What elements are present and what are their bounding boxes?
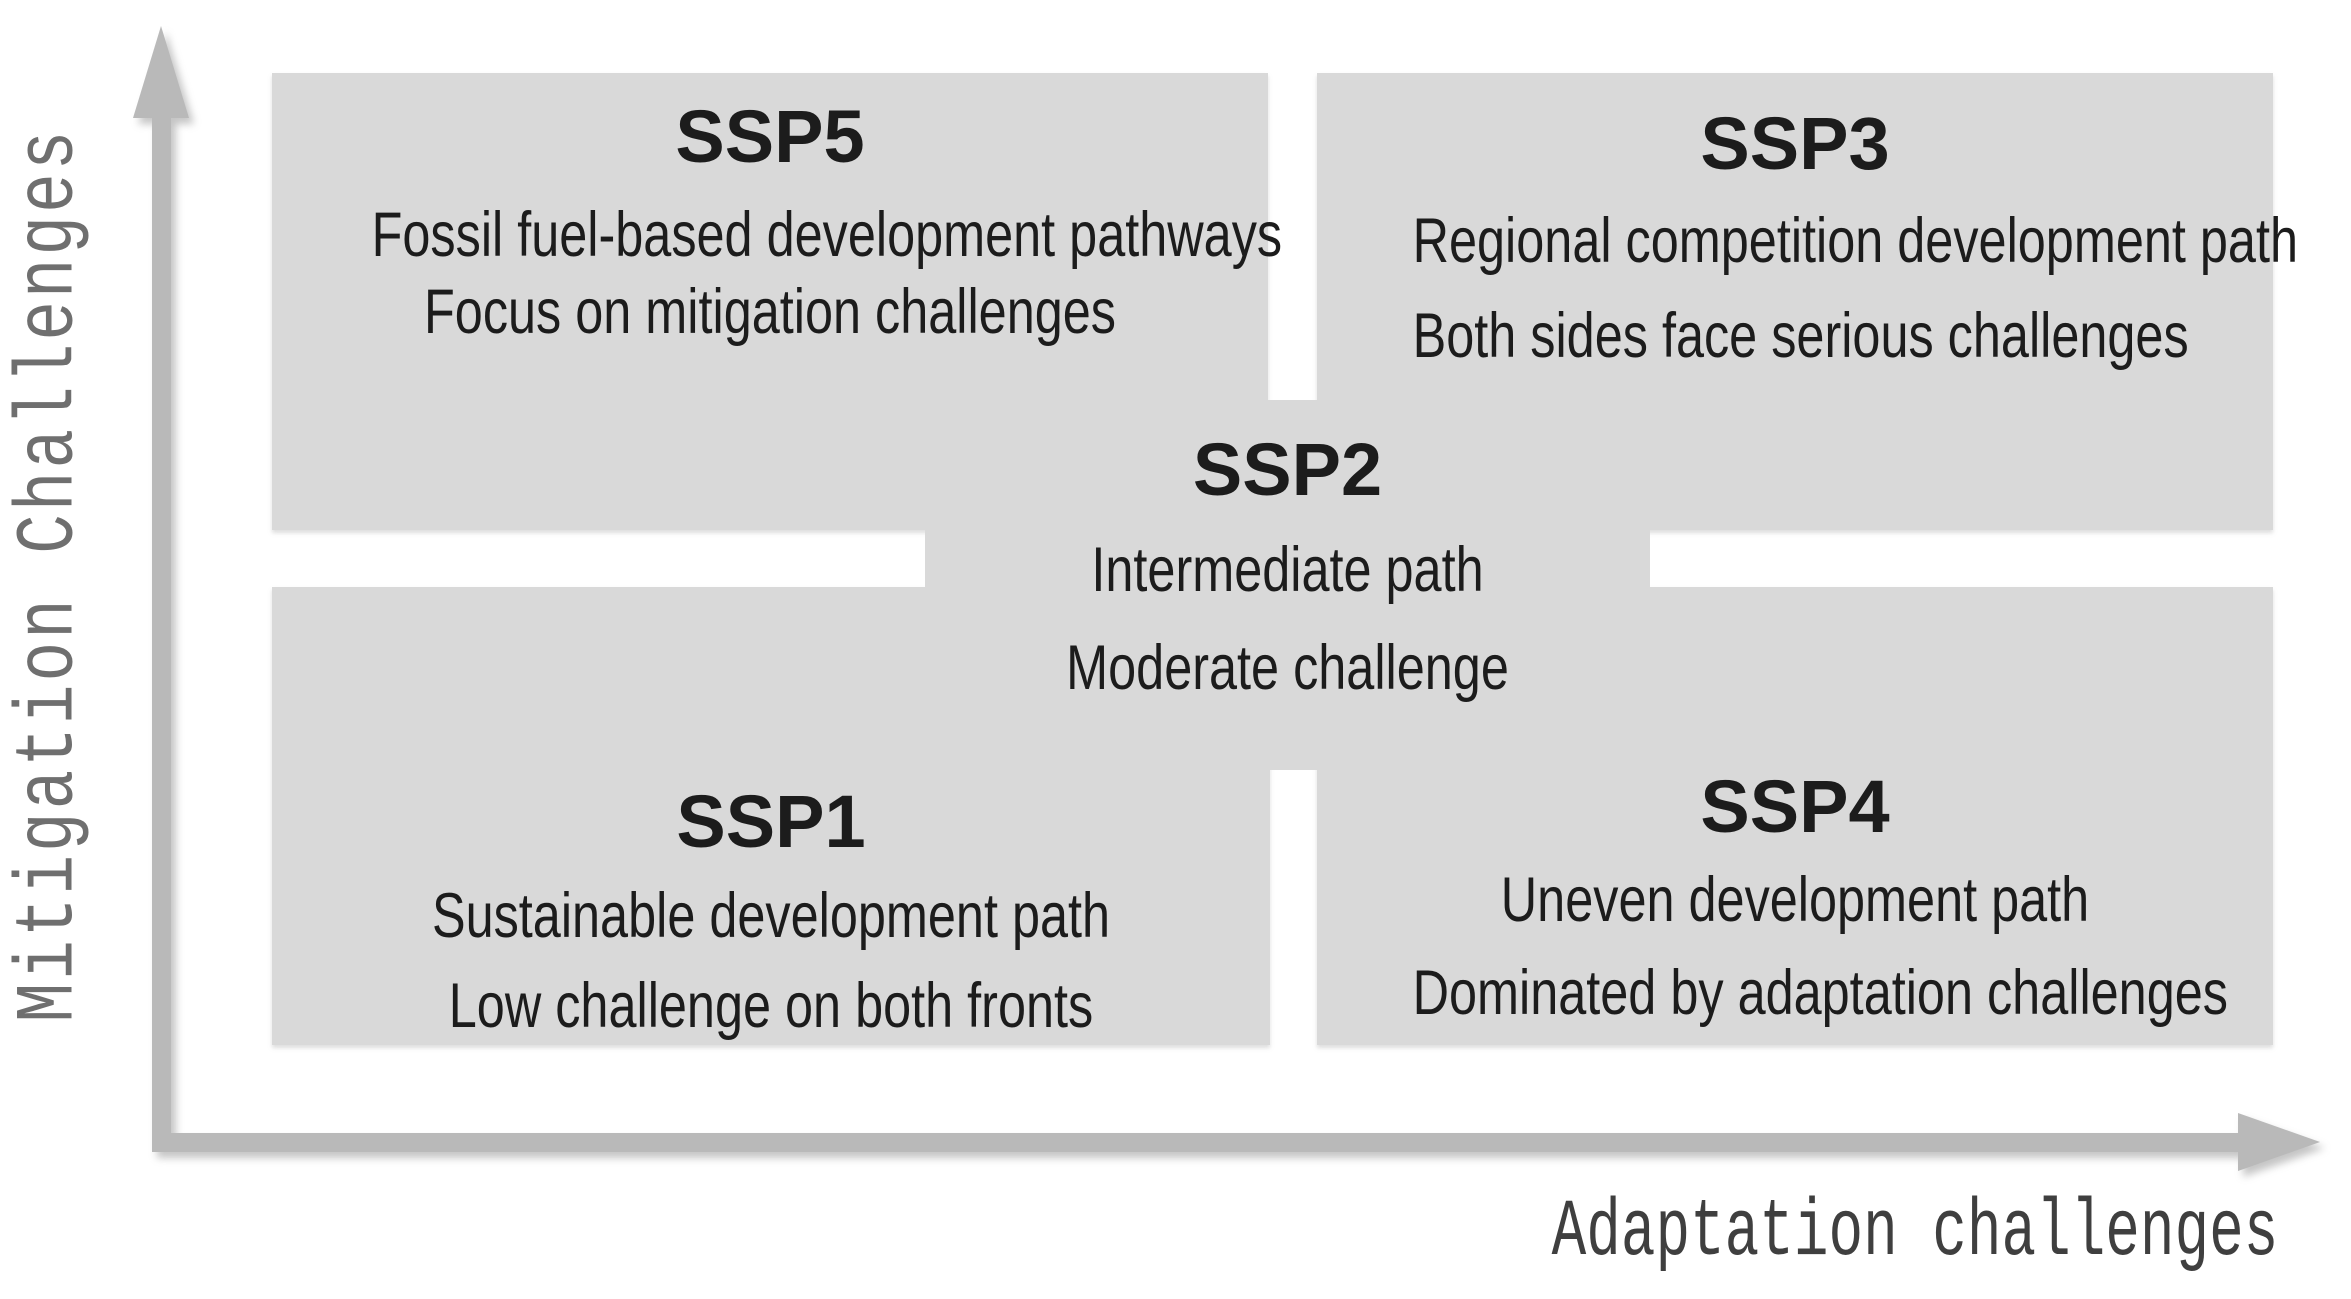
quadrant-title: SSP1 (676, 780, 866, 863)
quadrant-title: SSP3 (1700, 102, 1890, 185)
quadrant-description-line: Low challenge on both fronts (448, 971, 1094, 1041)
y-axis-arrow-icon (133, 26, 189, 1152)
quadrant-title: SSP5 (675, 95, 865, 178)
x-axis-label: Adaptation challenges (1551, 1186, 2279, 1279)
quadrant-description-line: Dominated by adaptation challenges (1412, 958, 2228, 1028)
quadrant-ssp1: SSP1 Sustainable development path Low ch… (272, 587, 1270, 1045)
quadrant-ssp2-center: SSP2 Intermediate path Moderate challeng… (925, 400, 1650, 770)
quadrant-ssp5: SSP5 Fossil fuel-based development pathw… (272, 73, 1283, 530)
quadrant-title: SSP2 (1192, 428, 1383, 511)
quadrant-description-line: Intermediate path (1091, 535, 1484, 605)
quadrant-description-line: Moderate challenge (1066, 633, 1509, 703)
quadrant-description-line: Uneven development path (1500, 865, 2090, 935)
quadrant-description-line: Fossil fuel-based development pathways (371, 200, 1283, 270)
quadrant-description-line: Both sides face serious challenges (1412, 301, 2189, 371)
quadrant-description-line: Sustainable development path (431, 881, 1111, 951)
quadrant-ssp4: SSP4 Uneven development path Dominated b… (1317, 587, 2273, 1045)
quadrant-title: SSP4 (1700, 765, 1890, 848)
y-axis-label: Mitigation Challenges (2, 127, 97, 1023)
quadrant-description-line: Regional competition development path (1412, 206, 2298, 276)
x-axis-arrow-icon (152, 1113, 2320, 1171)
quadrant-description-line: Focus on mitigation challenges (424, 277, 1116, 347)
